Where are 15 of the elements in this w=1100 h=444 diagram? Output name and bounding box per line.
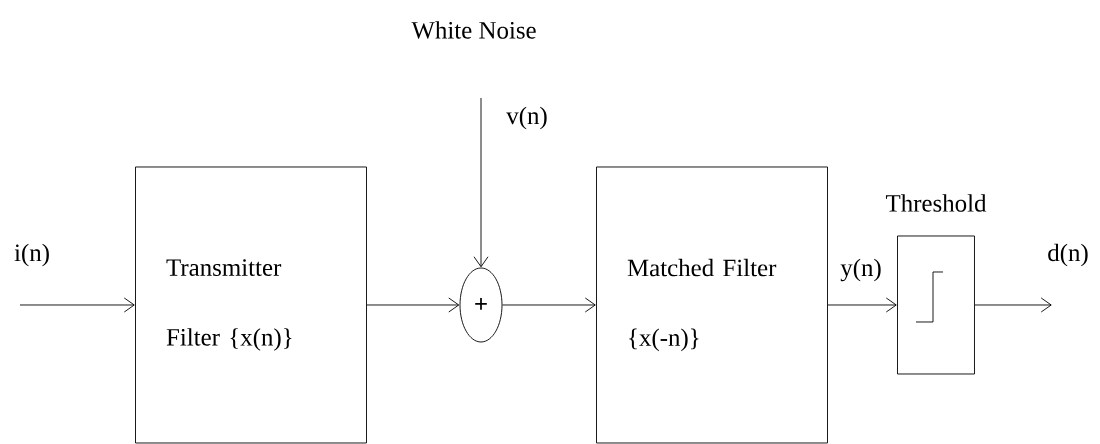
threshold-box: Threshold: [885, 194, 987, 375]
signal-label: i(n): [14, 243, 49, 267]
filter-box: Matched Filter {x(-n)}: [596, 166, 828, 444]
summing-junction: +: [459, 267, 503, 343]
signal-label: d(n): [1048, 243, 1088, 267]
signal-label: v(n): [506, 106, 547, 130]
arrow: [473, 97, 489, 268]
arrow: [366, 297, 460, 313]
noise-label: White Noise: [411, 21, 536, 39]
arrow: [827, 297, 897, 313]
arrow: [974, 297, 1052, 313]
arrow: [19, 297, 135, 313]
filter-box: Transmitter Filter {x(n)}: [135, 166, 367, 444]
arrow: [502, 297, 596, 313]
signal-label: y(n): [840, 258, 881, 282]
